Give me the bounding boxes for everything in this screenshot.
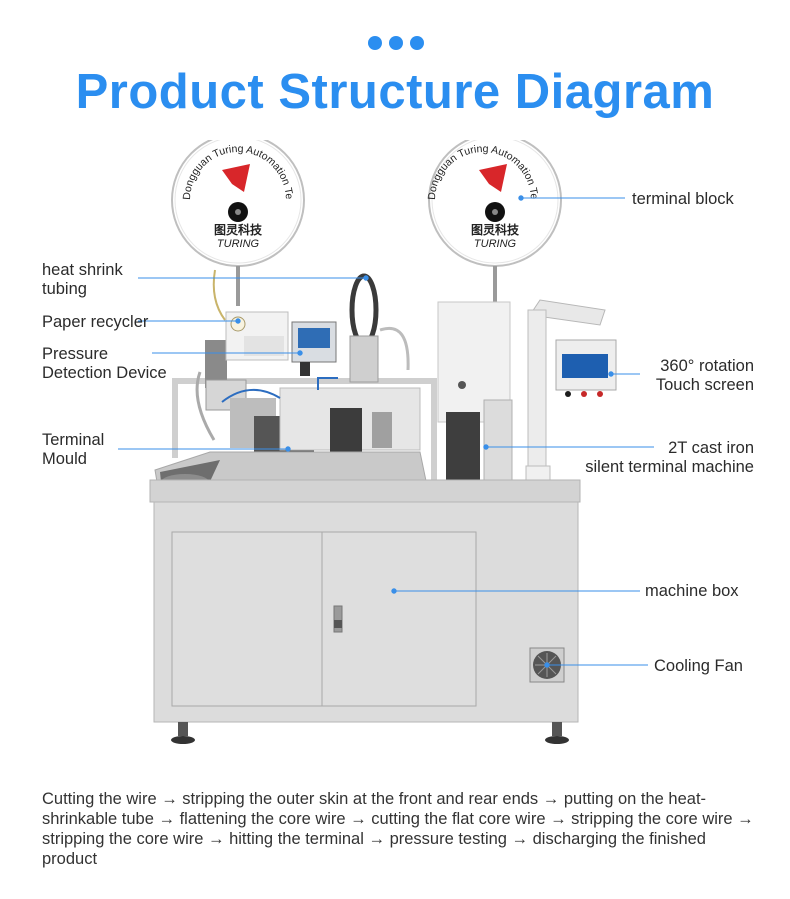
label-terminal-mould: Terminal Mould [42, 431, 104, 469]
terminal-machine [437, 301, 519, 495]
label-pressure-detection: Pressure Detection Device [42, 345, 167, 383]
label-touch-screen: 360° rotation Touch screen [600, 357, 754, 395]
label-line: 2T cast iron [668, 439, 754, 457]
mechanism-area [195, 371, 421, 456]
touch-screen-arm [525, 299, 617, 497]
decorative-dots [368, 36, 424, 52]
machine-illustration: Dongguan Turing Automation Technology Co… [0, 140, 654, 744]
label-machine-box: machine box [645, 582, 739, 600]
machine-box-body [153, 501, 579, 723]
label-cooling-fan: Cooling Fan [654, 657, 743, 675]
label-line: silent terminal machine [585, 458, 754, 476]
label-line: Terminal [42, 431, 105, 449]
process-description: Cutting the wire → stripping the outer s… [42, 790, 754, 868]
label-paper-recycler: Paper recycler [42, 313, 149, 331]
label-line: Pressure [42, 345, 109, 363]
heat-shrink-assembly [349, 273, 410, 383]
label-terminal-machine: 2T cast iron silent terminal machine [540, 439, 754, 477]
reel-chinese-text: 图灵科技 [214, 222, 263, 237]
pressure-display-unit [291, 321, 337, 376]
label-terminal-block: terminal block [632, 190, 734, 208]
label-line: 360° rotation [660, 357, 754, 375]
label-line: Detection Device [42, 364, 167, 382]
label-line: Mould [42, 450, 87, 468]
reel-chinese-text: 图灵科技 [471, 222, 520, 237]
page-title: Product Structure Diagram [75, 65, 715, 119]
label-line: tubing [42, 280, 87, 298]
structure-diagram: Dongguan Turing Automation Technology Co… [0, 140, 790, 780]
dot [368, 36, 382, 50]
reel-logo-text: TURING [217, 238, 260, 250]
upper-frame [172, 340, 437, 488]
work-table [149, 451, 581, 503]
leader-lines [118, 195, 654, 668]
machine-feet [171, 722, 569, 744]
label-heat-shrink: heat shrink tubing [42, 261, 123, 299]
dot [410, 36, 424, 50]
dot [389, 36, 403, 50]
left-reel: Dongguan Turing Automation Technology Co… [0, 140, 305, 267]
reel-logo-text: TURING [474, 238, 517, 250]
label-line: heat shrink [42, 261, 123, 279]
label-line: Touch screen [655, 376, 754, 394]
